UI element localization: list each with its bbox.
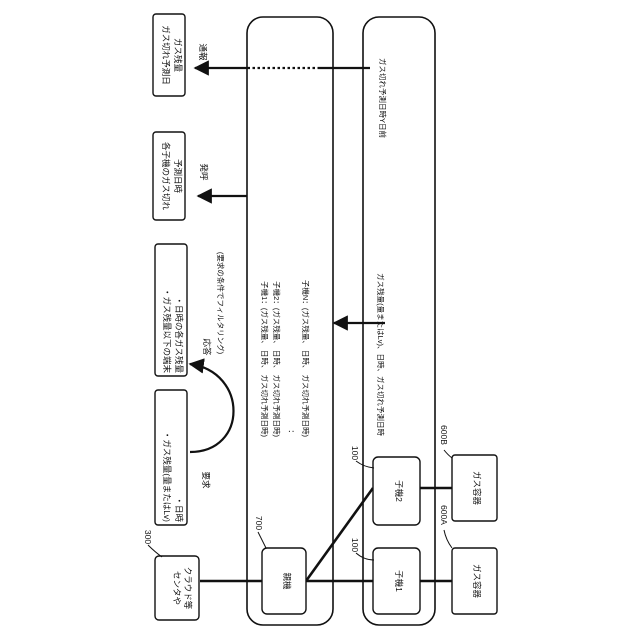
child-alert-label: ガス切れ予測日時Y日前 — [378, 58, 388, 139]
notify-item-2: 予測日時 — [173, 159, 183, 194]
leader-600b — [444, 450, 452, 458]
ref-600a: 600A — [439, 505, 449, 525]
parent-data-row-ellipsis: ： — [287, 430, 296, 438]
leader-600a — [444, 530, 452, 548]
ref-child1: 100 — [350, 538, 360, 552]
child1-label: 子機1 — [394, 570, 404, 592]
alert-box: ガス切れ予測日 ガス残量 — [153, 14, 185, 96]
parent-node: 親機 — [262, 548, 306, 614]
response-item-1: ・ガス残量以下の端末 — [162, 288, 172, 374]
child-send-label: ガス残量(量またはLv)、日時、ガス切れ予測日時 — [376, 273, 386, 436]
parent-data-row-n: 子機N：(ガス残量、 日時、 ガス切れ予測日時) — [301, 280, 311, 438]
request-item-2: ・日時 — [174, 496, 184, 522]
notify-item-1: 各子機のガス切れ — [161, 142, 171, 211]
ref-parent: 700 — [254, 516, 264, 530]
alert-item-2: ガス残量 — [173, 38, 183, 73]
child2-label: 子機2 — [394, 480, 404, 502]
response-box: ・ガス残量以下の端末 ・日時の各ガス残量 — [155, 244, 187, 376]
request-response-arc — [190, 364, 234, 452]
response-item-2: ・日時の各ガス残量 — [174, 296, 184, 373]
response-label: 応答 — [202, 338, 212, 356]
request-box: ・ガス残量(量またはLv) ・日時 — [155, 390, 187, 525]
gas-container-a-label: ガス容器 — [472, 564, 482, 599]
parent-data-row-2: 子機2：(ガス残量、 日時、 ガス切れ予測日時) — [272, 281, 282, 437]
notify-label: 発呼 — [199, 163, 209, 181]
notify-box: 各子機のガス切れ 予測日時 — [153, 132, 185, 220]
gas-container-b-label: ガス容器 — [472, 471, 482, 506]
response-condition: (要求の条件でフィルタリング) — [216, 252, 226, 355]
alert-item-1: ガス切れ予測日 — [161, 25, 171, 85]
child1-node: 子機1 — [373, 548, 420, 614]
ref-center: 300 — [143, 530, 153, 544]
child2-node: 子機2 — [373, 457, 420, 525]
request-item-1: ・ガス残量(量またはLv) — [162, 431, 172, 522]
center-label-line1: センタや — [172, 571, 182, 605]
request-label: 要求 — [201, 471, 211, 489]
gas-container-b: ガス容器 — [452, 455, 497, 521]
parent-label: 親機 — [282, 572, 292, 590]
parent-data-row-1: 子機1：(ガス残量、 日時、 ガス切れ予測日時) — [260, 281, 270, 437]
center-cloud-node: センタや クラウド等 — [155, 556, 199, 620]
leader-center — [148, 545, 162, 557]
ref-600b: 600B — [439, 425, 449, 445]
parent-lane — [247, 17, 333, 625]
child-lane — [363, 17, 435, 625]
gas-container-a: ガス容器 — [452, 548, 497, 614]
alert-label: 通報 — [198, 43, 208, 61]
ref-child2: 100 — [350, 446, 360, 460]
center-label-line2: クラウド等 — [183, 567, 193, 610]
